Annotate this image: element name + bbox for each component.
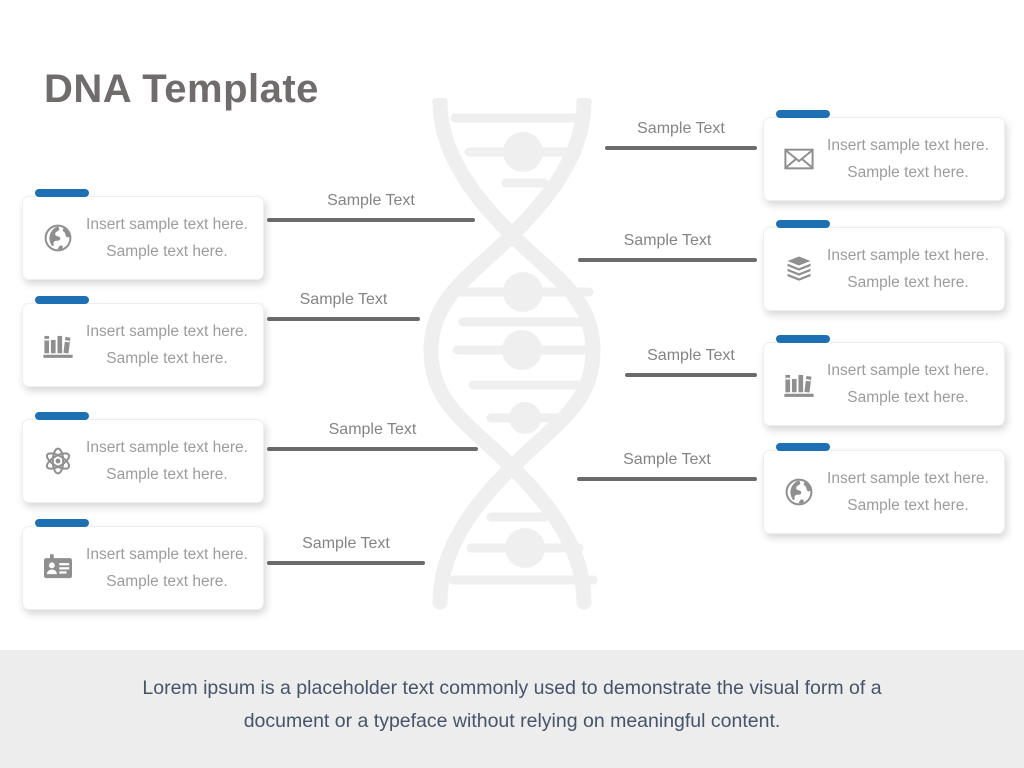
card-text: Insert sample text here. Sample text her…: [818, 357, 1004, 411]
book-stack-icon: [780, 253, 818, 285]
connector-line: [267, 561, 425, 565]
footer-text-line2: document or a typeface without relying o…: [243, 710, 781, 732]
card-text-line1: Insert sample text here.: [86, 323, 248, 340]
card-text-line1: Insert sample text here.: [86, 546, 248, 563]
card-text-line1: Insert sample text here.: [86, 216, 248, 233]
connector-left-2: Sample Text: [267, 289, 420, 321]
accent-bar: [776, 110, 830, 118]
connector-label: Sample Text: [647, 347, 735, 364]
footer-band: Lorem ipsum is a placeholder text common…: [0, 650, 1024, 768]
info-card-right-3: Insert sample text here. Sample text her…: [763, 335, 1005, 426]
envelope-icon: [780, 143, 818, 175]
accent-bar: [35, 189, 89, 197]
card-text-line2: Sample text here.: [106, 573, 228, 590]
connector-right-1: Sample Text: [605, 118, 757, 150]
accent-bar: [776, 335, 830, 343]
info-card-right-2: Insert sample text here. Sample text her…: [763, 220, 1005, 311]
connector-right-3: Sample Text: [625, 345, 757, 377]
card-text: Insert sample text here. Sample text her…: [77, 318, 263, 372]
globe-icon: [780, 476, 818, 508]
globe-icon: [39, 222, 77, 254]
id-card-icon: [39, 552, 77, 584]
card-text-line2: Sample text here.: [847, 274, 969, 291]
card-text-line2: Sample text here.: [847, 497, 969, 514]
connector-label: Sample Text: [327, 192, 415, 209]
dna-helix-graphic: [423, 98, 601, 610]
connector-label: Sample Text: [299, 291, 388, 308]
card-text: Insert sample text here. Sample text her…: [818, 132, 1004, 186]
card-text-line2: Sample text here.: [106, 243, 228, 260]
accent-bar: [35, 519, 89, 527]
info-card-left-1: Insert sample text here. Sample text her…: [22, 189, 264, 280]
card-text: Insert sample text here. Sample text her…: [77, 434, 263, 488]
footer-text-line1: Lorem ipsum is a placeholder text common…: [142, 677, 882, 699]
card-text-line1: Insert sample text here.: [827, 470, 989, 487]
connector-line: [578, 258, 757, 262]
accent-bar: [776, 220, 830, 228]
info-card-right-4: Insert sample text here. Sample text her…: [763, 443, 1005, 534]
connector-label: Sample Text: [623, 232, 712, 249]
connector-label: Sample Text: [623, 451, 711, 468]
connector-label: Sample Text: [637, 120, 725, 137]
card-text: Insert sample text here. Sample text her…: [77, 211, 263, 265]
connector-line: [267, 317, 420, 321]
bookshelf-icon: [39, 329, 77, 361]
accent-bar: [35, 296, 89, 304]
info-card-right-1: Insert sample text here. Sample text her…: [763, 110, 1005, 201]
connector-left-4: Sample Text: [267, 533, 425, 565]
connector-line: [267, 447, 478, 451]
connector-label: Sample Text: [328, 421, 417, 438]
connector-left-1: Sample Text: [267, 190, 475, 222]
card-text-line2: Sample text here.: [106, 350, 228, 367]
card-text: Insert sample text here. Sample text her…: [818, 242, 1004, 296]
card-text-line1: Insert sample text here.: [827, 362, 989, 379]
info-card-left-3: Insert sample text here. Sample text her…: [22, 412, 264, 503]
card-text-line1: Insert sample text here.: [827, 247, 989, 264]
connector-right-2: Sample Text: [578, 230, 757, 262]
connector-right-4: Sample Text: [577, 449, 757, 481]
card-text-line1: Insert sample text here.: [86, 439, 248, 456]
connector-line: [605, 146, 757, 150]
page-title: DNA Template: [44, 66, 319, 111]
card-text-line2: Sample text here.: [847, 389, 969, 406]
connector-label: Sample Text: [302, 535, 390, 552]
accent-bar: [35, 412, 89, 420]
atom-icon: [39, 445, 77, 477]
card-text: Insert sample text here. Sample text her…: [818, 465, 1004, 519]
card-text-line1: Insert sample text here.: [827, 137, 989, 154]
info-card-left-4: Insert sample text here. Sample text her…: [22, 519, 264, 610]
connector-left-3: Sample Text: [267, 419, 478, 451]
card-text-line2: Sample text here.: [847, 164, 969, 181]
card-text-line2: Sample text here.: [106, 466, 228, 483]
accent-bar: [776, 443, 830, 451]
info-card-left-2: Insert sample text here. Sample text her…: [22, 296, 264, 387]
card-text: Insert sample text here. Sample text her…: [77, 541, 263, 595]
connector-line: [267, 218, 475, 222]
bookshelf-icon: [780, 368, 818, 400]
connector-line: [625, 373, 757, 377]
connector-line: [577, 477, 757, 481]
footer-text: Lorem ipsum is a placeholder text common…: [0, 650, 1024, 738]
